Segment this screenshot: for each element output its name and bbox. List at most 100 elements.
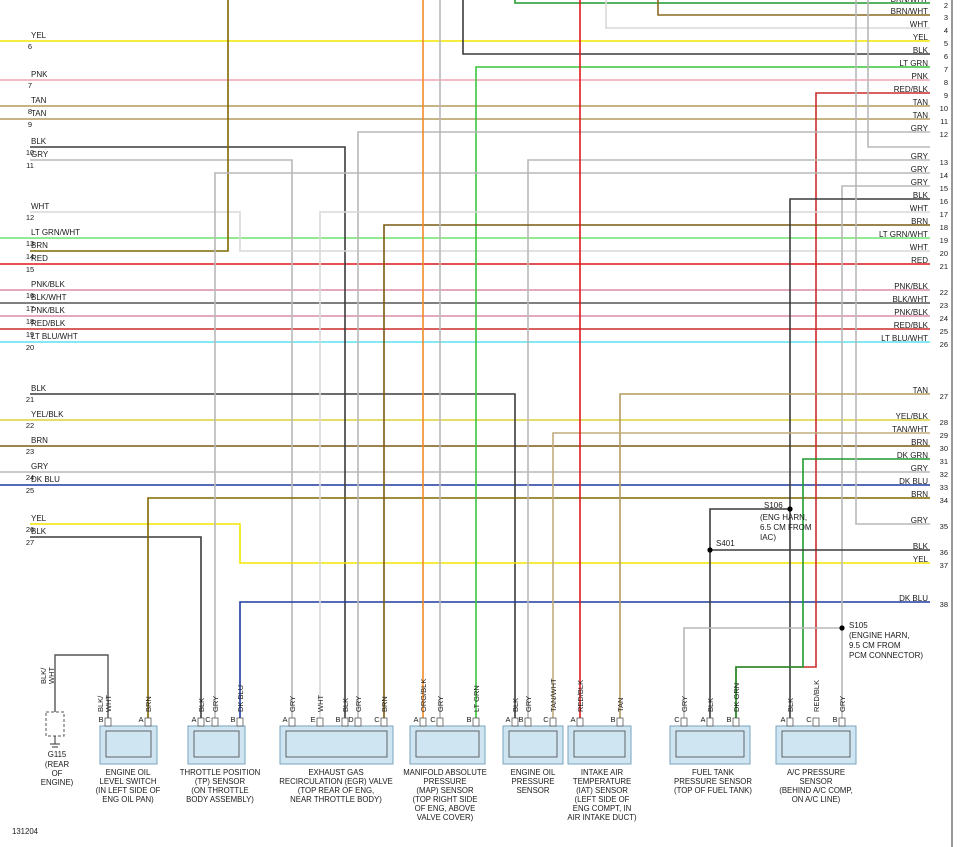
wire bbox=[841, 185, 930, 720]
pin-letter: A bbox=[282, 715, 287, 724]
pin-wire-label: BLK bbox=[197, 698, 206, 712]
pin-letter: B bbox=[466, 715, 471, 724]
left-wire-number: 23 bbox=[26, 447, 34, 456]
right-wire-number: 14 bbox=[940, 171, 948, 180]
component-internal bbox=[415, 730, 480, 758]
right-wire-number: 32 bbox=[940, 470, 948, 479]
pin-wire-label: TAN/WHT bbox=[549, 678, 558, 712]
ground-desc: ENGINE) bbox=[41, 778, 74, 787]
component-box bbox=[502, 725, 564, 765]
component-caption: AIR INTAKE DUCT) bbox=[567, 813, 637, 822]
component-caption: (ON THROTTLE bbox=[191, 786, 248, 795]
component-internal bbox=[781, 730, 851, 758]
component-caption: ENG COMPT, IN bbox=[573, 804, 631, 813]
pin-letter: D bbox=[348, 715, 354, 724]
right-wire-number: 13 bbox=[940, 158, 948, 167]
component-caption: ENGINE OIL bbox=[106, 768, 151, 777]
component-box bbox=[409, 725, 486, 765]
component-caption: PRESSURE SENSOR bbox=[674, 777, 752, 786]
pin-letter: A bbox=[191, 715, 196, 724]
right-wire-number: 9 bbox=[944, 91, 948, 100]
pin-wire-label: GRY bbox=[288, 696, 297, 712]
pin-letter: C bbox=[205, 715, 211, 724]
right-wire-color: PNK/BLK bbox=[894, 282, 928, 291]
wire-wht bbox=[30, 211, 930, 252]
left-wire-color: BLK/WHT bbox=[31, 293, 67, 302]
pin-terminal bbox=[812, 717, 820, 727]
left-wire-color: YEL/BLK bbox=[31, 410, 64, 419]
pin-terminal bbox=[524, 717, 532, 727]
pin-letter: B bbox=[726, 715, 731, 724]
component-caption: A/C PRESSURE bbox=[787, 768, 845, 777]
wire-ltgrn-map bbox=[475, 66, 930, 720]
component-caption: (TOP REAR OF ENG, bbox=[298, 786, 374, 795]
wire-wht-egr bbox=[319, 211, 930, 720]
left-wire-color: RED bbox=[31, 254, 48, 263]
splice-dot bbox=[839, 625, 845, 631]
wire-ground bbox=[54, 654, 109, 720]
component-caption: (IAT) SENSOR bbox=[576, 786, 628, 795]
wire-dkblu-tps bbox=[239, 601, 930, 720]
right-wire-color: PNK bbox=[912, 72, 929, 81]
pin-wire-label: BRN bbox=[144, 696, 153, 712]
pin-letter: C bbox=[430, 715, 436, 724]
ground-connector bbox=[45, 711, 65, 737]
splice-label: S106 bbox=[764, 501, 783, 510]
pin-letter: E bbox=[310, 715, 315, 724]
pin-terminal bbox=[316, 717, 324, 727]
splice-desc: (ENGINE HARN, bbox=[849, 631, 909, 640]
wire bbox=[855, 0, 930, 525]
left-wire-number: 25 bbox=[26, 486, 34, 495]
ground-id: G115 bbox=[48, 750, 67, 759]
wire-blk-tps bbox=[30, 536, 202, 720]
right-wire-number: 5 bbox=[944, 39, 948, 48]
right-wire-number: 4 bbox=[944, 26, 948, 35]
pin-wire-label: DK GRN bbox=[732, 683, 741, 712]
right-wire-color: RED bbox=[911, 256, 928, 265]
left-wire-color: YEL bbox=[31, 31, 47, 40]
left-wire-number: 12 bbox=[26, 213, 34, 222]
component-caption: PRESSURE bbox=[512, 777, 555, 786]
wire bbox=[514, 0, 930, 4]
right-wire-number: 15 bbox=[940, 184, 948, 193]
right-wire-number: 16 bbox=[940, 197, 948, 206]
splice-label: S105 bbox=[849, 621, 868, 630]
left-wire-number: 13 bbox=[26, 239, 34, 248]
pin-letter: C bbox=[543, 715, 549, 724]
left-wire-number: 21 bbox=[26, 395, 34, 404]
pin-wire-label: BLK bbox=[786, 698, 795, 712]
right-wire-number: 24 bbox=[940, 314, 948, 323]
left-wire-number: 8 bbox=[28, 107, 32, 116]
right-wire-color: BRN bbox=[911, 438, 928, 447]
pin-wire-label: GRY bbox=[354, 696, 363, 712]
wire-tanwht-oil bbox=[552, 432, 930, 720]
component-internal bbox=[285, 730, 388, 758]
right-wire-color: BRN bbox=[911, 217, 928, 226]
right-wire-number: 2 bbox=[944, 1, 948, 10]
wire-brn-oillevel bbox=[147, 497, 930, 720]
left-wire-color: TAN bbox=[31, 96, 47, 105]
wire-blk-oil bbox=[30, 393, 516, 720]
component-box bbox=[187, 725, 246, 765]
pin-terminal bbox=[680, 717, 688, 727]
pin-wire-label: BLK bbox=[341, 698, 350, 712]
right-wire-number: 36 bbox=[940, 548, 948, 557]
component-caption: SENSOR bbox=[517, 786, 550, 795]
left-wire-color: PNK/BLK bbox=[31, 280, 65, 289]
splice-desc: IAC) bbox=[760, 533, 776, 542]
right-wire-color: LT BLU/WHT bbox=[881, 334, 928, 343]
component-caption: (MAP) SENSOR bbox=[416, 786, 474, 795]
pin-wire-label: RED/BLK bbox=[576, 680, 585, 712]
pin-wire-label: RED/BLK bbox=[812, 680, 821, 712]
pin-letter: A bbox=[138, 715, 143, 724]
pin-letter: B bbox=[518, 715, 523, 724]
wire-layer bbox=[0, 0, 930, 720]
splice-desc: 6.5 CM FROM bbox=[760, 523, 812, 532]
wire-tan-iat bbox=[619, 393, 930, 720]
component-box bbox=[775, 725, 857, 765]
component-caption: (BEHIND A/C COMP, bbox=[779, 786, 853, 795]
pin-wire-label: BLK bbox=[706, 698, 715, 712]
pin-letter: A bbox=[780, 715, 785, 724]
right-wire-number: 10 bbox=[940, 104, 948, 113]
